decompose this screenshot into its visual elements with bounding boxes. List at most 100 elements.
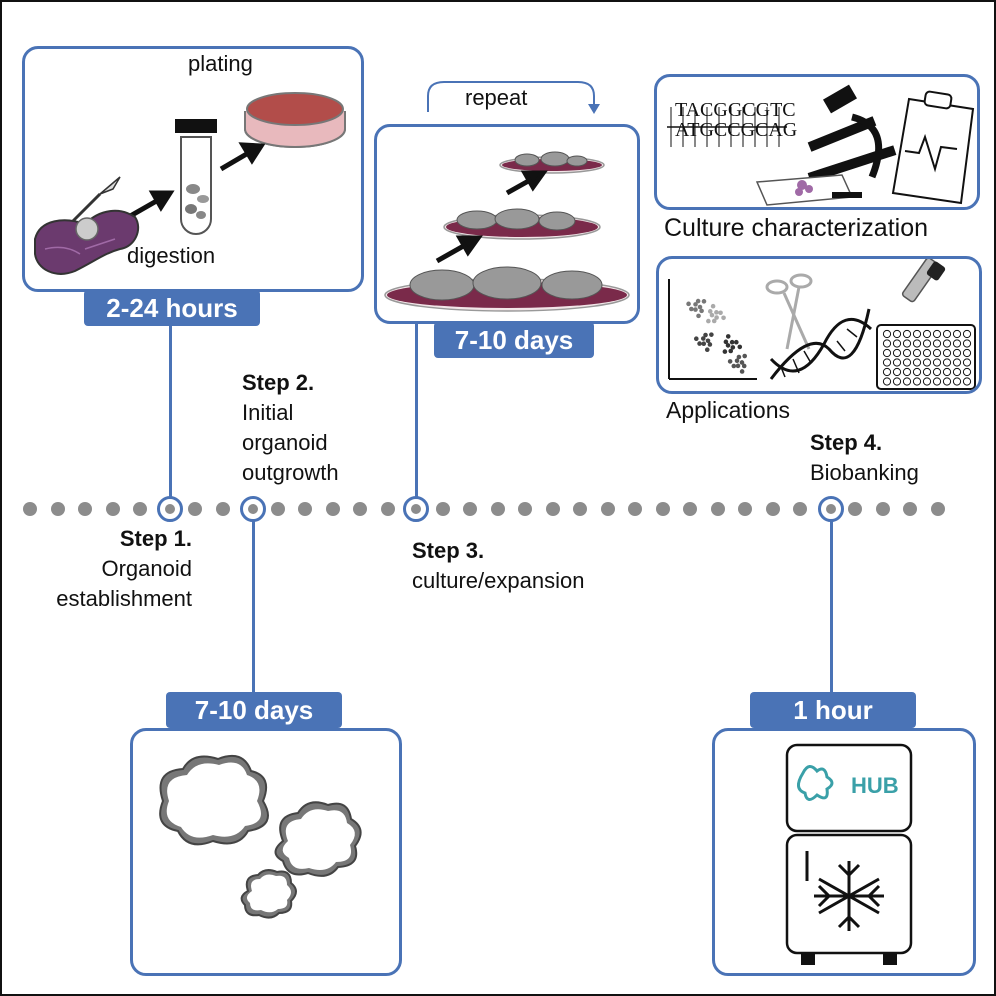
scatter-point xyxy=(705,338,711,344)
arrow-icon xyxy=(435,170,548,264)
establishment-panel: plating digestion xyxy=(22,46,364,292)
well xyxy=(892,329,902,339)
well xyxy=(922,339,932,348)
well xyxy=(892,358,902,367)
well xyxy=(882,339,892,348)
well xyxy=(882,367,892,377)
scatter-point xyxy=(706,318,711,324)
well xyxy=(922,358,932,367)
timeline-dot xyxy=(105,502,120,516)
scatter-point xyxy=(730,345,736,350)
step3-title: Step 3. xyxy=(412,538,485,563)
step4-label: Step 4. Biobanking xyxy=(810,428,919,488)
establishment-duration-badge: 2-24 hours xyxy=(84,290,260,326)
scatter-point xyxy=(741,363,747,369)
timeline-dot xyxy=(435,502,450,516)
arrow-icon xyxy=(123,142,266,222)
scatter-point xyxy=(737,344,743,350)
repeat-arc xyxy=(427,81,600,114)
scatter-point xyxy=(725,334,731,339)
timeline-dot xyxy=(793,502,807,516)
timeline-dot xyxy=(903,502,917,516)
scatter-point xyxy=(695,298,701,304)
outgrowth-duration-badge: 7-10 days xyxy=(166,692,342,728)
applications-caption: Applications xyxy=(666,397,791,423)
timeline-dot xyxy=(490,502,505,516)
timeline-node-step4 xyxy=(818,496,844,522)
dna-icon xyxy=(769,308,873,380)
timeline-dot xyxy=(765,502,780,516)
timeline-dot xyxy=(683,502,697,516)
step4-title: Step 4. xyxy=(810,430,883,455)
timeline-dot xyxy=(545,502,560,516)
step1-line2: establishment xyxy=(56,586,192,611)
dna-sequence-line1: TACGGCGTC xyxy=(675,99,796,121)
well xyxy=(882,329,892,339)
scatter-point xyxy=(742,353,748,359)
well xyxy=(892,377,902,386)
timeline-dot xyxy=(710,502,725,516)
scatter-point xyxy=(704,347,710,353)
biobanking-panel: HUB xyxy=(712,728,976,976)
biobanking-duration-badge: 1 hour xyxy=(750,692,916,728)
timeline-dot xyxy=(78,502,92,516)
timeline-dot xyxy=(353,502,367,516)
step2-title: Step 2. xyxy=(242,370,315,395)
step1-line1: Organoid xyxy=(101,556,192,581)
scatter-point xyxy=(696,313,701,319)
well xyxy=(942,377,952,386)
step1-label: Step 1. Organoid establishment xyxy=(46,524,192,614)
step2-label: Step 2. Initial organoid outgrowth xyxy=(242,368,339,488)
well xyxy=(882,377,892,386)
well xyxy=(932,329,942,339)
scatter-point xyxy=(739,369,745,374)
well xyxy=(922,329,932,339)
timeline-node-step1 xyxy=(157,496,183,522)
pipette-icon xyxy=(901,259,946,303)
well xyxy=(952,358,962,367)
well xyxy=(942,367,952,377)
well xyxy=(922,367,932,377)
scatter-point xyxy=(710,303,716,309)
well xyxy=(952,377,962,386)
timeline-dot xyxy=(463,502,477,516)
scatter-point xyxy=(709,332,714,337)
well xyxy=(962,339,972,348)
well xyxy=(892,367,902,377)
hub-logo-text: HUB xyxy=(851,773,899,798)
clipboard-icon xyxy=(891,90,975,205)
well xyxy=(952,348,962,358)
scatter-point xyxy=(734,339,739,345)
well xyxy=(912,377,922,386)
timeline-dot xyxy=(270,502,285,516)
timeline-dot xyxy=(628,502,642,516)
well xyxy=(922,377,932,386)
well xyxy=(942,329,952,339)
step1-title: Step 1. xyxy=(119,526,192,551)
step3-line1: culture/expansion xyxy=(412,568,585,593)
expansion-panel xyxy=(374,124,640,324)
characterization-panel: TACGGCGTC ATGCCGCAG xyxy=(654,74,980,210)
timeline-node-step2 xyxy=(240,496,266,522)
well xyxy=(882,358,892,367)
scatter-point xyxy=(709,312,715,318)
well xyxy=(902,367,912,377)
well xyxy=(942,358,952,367)
scatter-point xyxy=(721,315,726,321)
timeline-dot xyxy=(50,502,65,516)
well xyxy=(902,358,912,367)
well xyxy=(902,348,912,358)
plating-label: plating xyxy=(188,51,253,76)
well xyxy=(902,339,912,348)
scatter-point xyxy=(686,301,691,307)
scatter-point xyxy=(722,349,728,354)
scatter-point xyxy=(689,306,694,312)
scatter-point xyxy=(693,336,699,342)
well xyxy=(932,358,942,367)
hub-logo-icon xyxy=(797,765,834,801)
scatter-point xyxy=(731,363,737,369)
scatter-point xyxy=(707,309,713,314)
timeline-dot xyxy=(848,502,862,516)
well xyxy=(912,339,922,348)
